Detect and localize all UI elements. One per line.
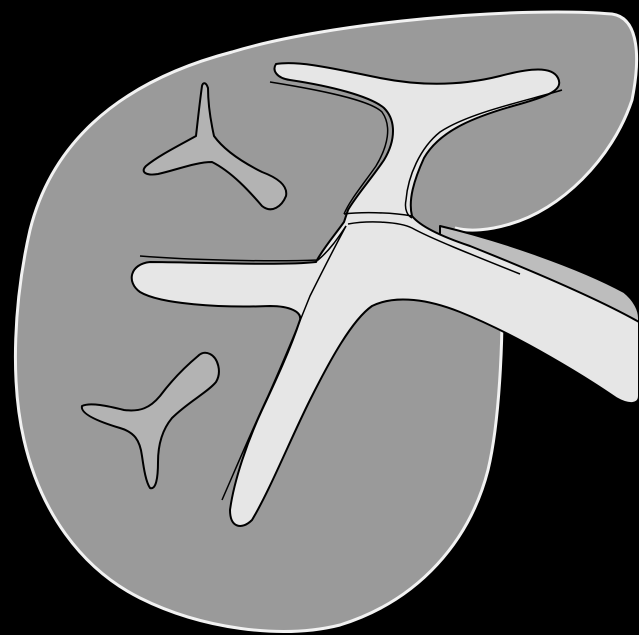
- diagram-canvas: [0, 0, 639, 635]
